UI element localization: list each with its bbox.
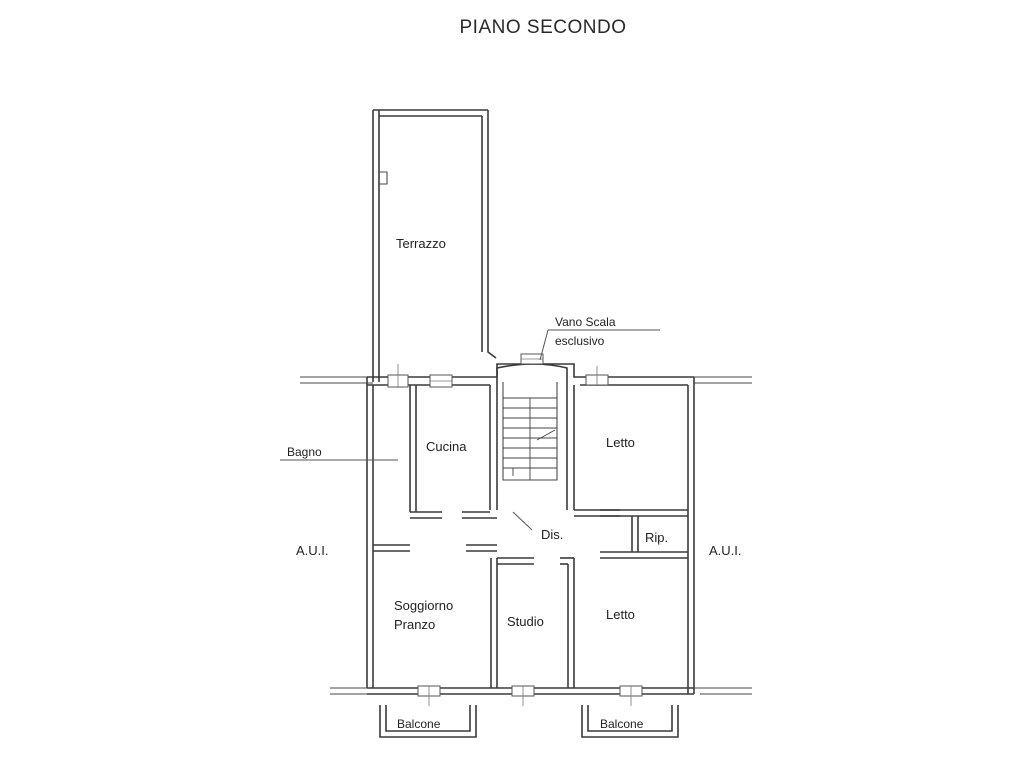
main-walls: [300, 363, 752, 695]
room-label-vano-scala-2: esclusivo: [555, 334, 605, 348]
room-label-cucina: Cucina: [426, 439, 467, 454]
label-aui-left: A.U.I.: [296, 543, 329, 558]
label-aui-right: A.U.I.: [709, 543, 742, 558]
terrace-walls: [372, 109, 497, 382]
leaders: [280, 329, 660, 461]
staircase: [502, 382, 558, 481]
room-label-balcone-right: Balcone: [600, 717, 644, 731]
bottom-windows: [417, 685, 643, 706]
room-label-letto-bottom: Letto: [606, 607, 635, 622]
balconies: [379, 705, 679, 738]
plan-title: PIANO SECONDO: [460, 17, 627, 38]
room-label-letto-top: Letto: [606, 435, 635, 450]
room-label-soggiorno-2: Pranzo: [394, 617, 435, 632]
room-label-balcone-left: Balcone: [397, 717, 441, 731]
room-label-vano-scala-1: Vano Scala: [555, 315, 616, 329]
top-windows: [387, 353, 609, 388]
room-label-bagno: Bagno: [287, 445, 322, 459]
room-label-dis: Dis.: [541, 527, 563, 542]
room-label-rip: Rip.: [645, 530, 668, 545]
room-label-terrazzo: Terrazzo: [396, 236, 446, 251]
room-label-soggiorno-1: Soggiorno: [394, 598, 453, 613]
room-label-studio: Studio: [507, 614, 544, 629]
dis-leader: [512, 511, 533, 531]
